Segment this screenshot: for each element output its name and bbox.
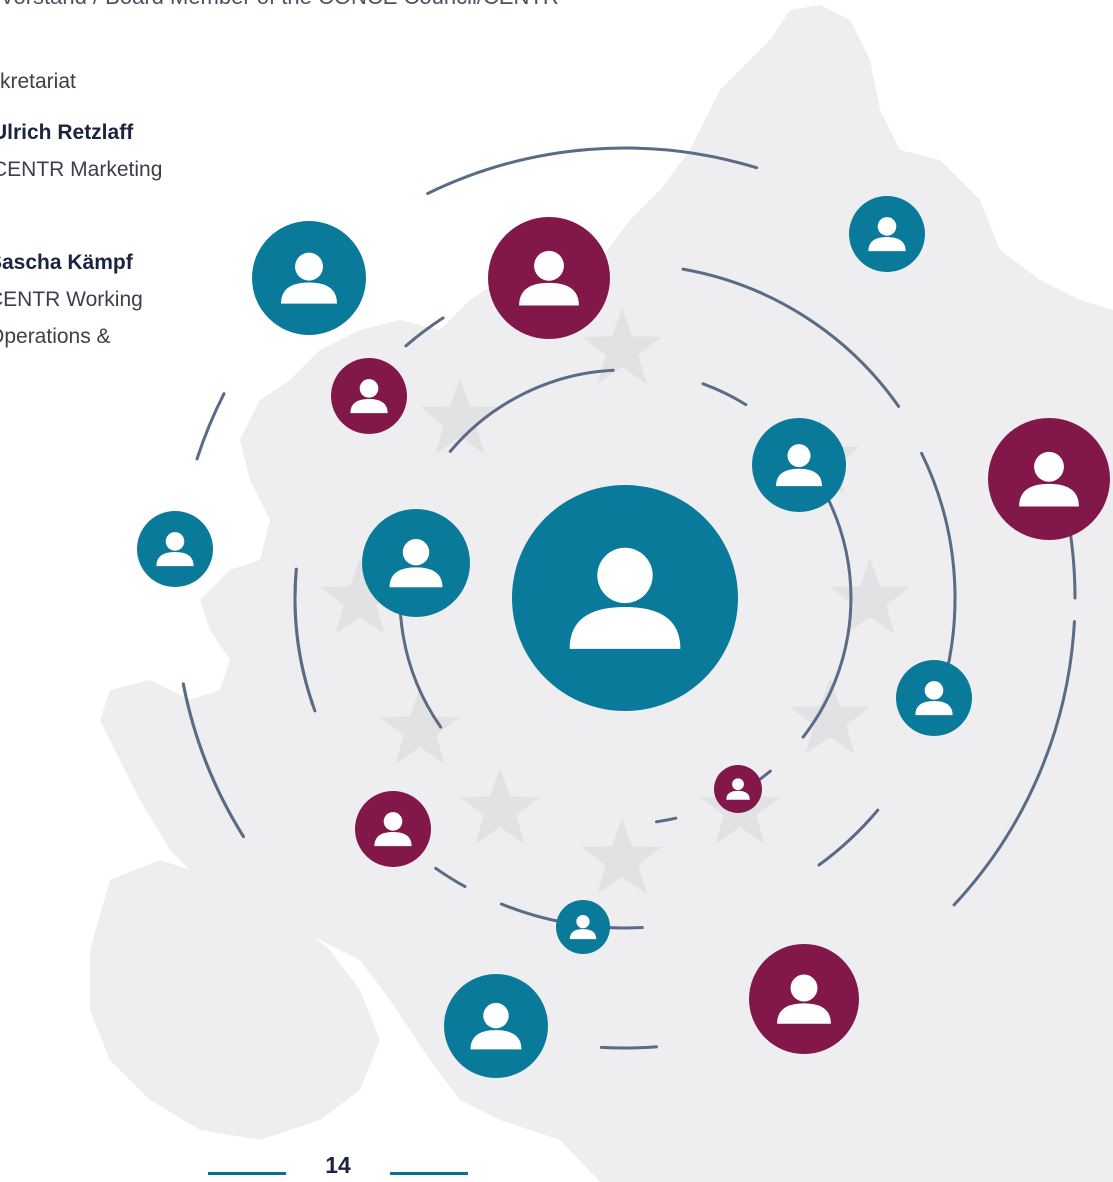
person-icon — [281, 252, 337, 304]
header-text: Vorstand / Board Member of the CONCE Cou… — [0, 0, 559, 10]
connection-arc — [426, 146, 759, 195]
person-role: CENTR Marketing — [0, 158, 163, 181]
star-shape — [582, 308, 662, 384]
person-role: CENTR Working — [0, 288, 143, 311]
connection-arc — [293, 567, 315, 707]
star-shape — [380, 688, 460, 764]
person-node — [331, 358, 407, 434]
footer-rule-left — [208, 1172, 286, 1175]
connection-arc — [655, 816, 678, 824]
connection-arc — [701, 382, 748, 407]
person-icon — [868, 217, 906, 252]
person-entry: Ulrich Retzlaff CENTR Marketing — [0, 114, 162, 188]
connection-arc — [801, 490, 853, 739]
person-node — [714, 765, 762, 813]
person-node — [252, 221, 366, 335]
person-entry: Sascha Kämpf CENTR Working Operations & — [0, 244, 143, 355]
person-role: Operations & — [0, 325, 111, 348]
person-icon — [569, 547, 681, 649]
person-icon — [726, 778, 750, 800]
person-name: Sascha Kämpf — [0, 251, 133, 274]
person-icon — [775, 444, 823, 487]
person-node — [556, 900, 610, 954]
star-shape — [790, 678, 870, 754]
star-shape — [420, 378, 500, 454]
person-icon — [777, 974, 831, 1024]
person-icon — [389, 538, 443, 588]
connection-arc — [817, 808, 880, 867]
person-node — [355, 791, 431, 867]
connection-arc — [599, 1045, 658, 1050]
person-node — [988, 418, 1110, 540]
connection-arc — [448, 368, 615, 453]
person-icon — [156, 532, 194, 567]
star-shape — [320, 558, 400, 634]
person-name: Ulrich Retzlaff — [0, 121, 134, 144]
person-icon — [569, 914, 597, 940]
star-shape — [582, 818, 662, 894]
person-node — [137, 511, 213, 587]
person-icon — [915, 681, 953, 716]
connection-arc — [181, 682, 245, 838]
connection-arc — [434, 866, 467, 889]
person-node — [749, 944, 859, 1054]
section-label: kretariat — [0, 70, 76, 93]
person-icon — [1019, 451, 1079, 507]
star-shape — [460, 768, 540, 844]
person-node — [444, 974, 548, 1078]
person-icon — [350, 379, 388, 414]
person-node — [362, 509, 470, 617]
star-shape — [830, 558, 910, 634]
connection-arc — [681, 267, 901, 408]
connection-arc — [404, 316, 445, 348]
person-node — [752, 418, 846, 512]
page-number: 14 — [325, 1152, 351, 1178]
connection-arc — [195, 392, 226, 461]
person-icon — [470, 1002, 522, 1050]
person-icon — [374, 812, 412, 847]
person-node — [849, 196, 925, 272]
footer-rule-right — [390, 1172, 468, 1175]
center-person-node — [512, 485, 738, 711]
page-footer: 14 — [208, 1152, 468, 1182]
person-icon — [519, 250, 579, 306]
node-layer — [137, 196, 1110, 1078]
connection-arc — [952, 620, 1076, 907]
person-node — [488, 217, 610, 339]
person-node — [896, 660, 972, 736]
